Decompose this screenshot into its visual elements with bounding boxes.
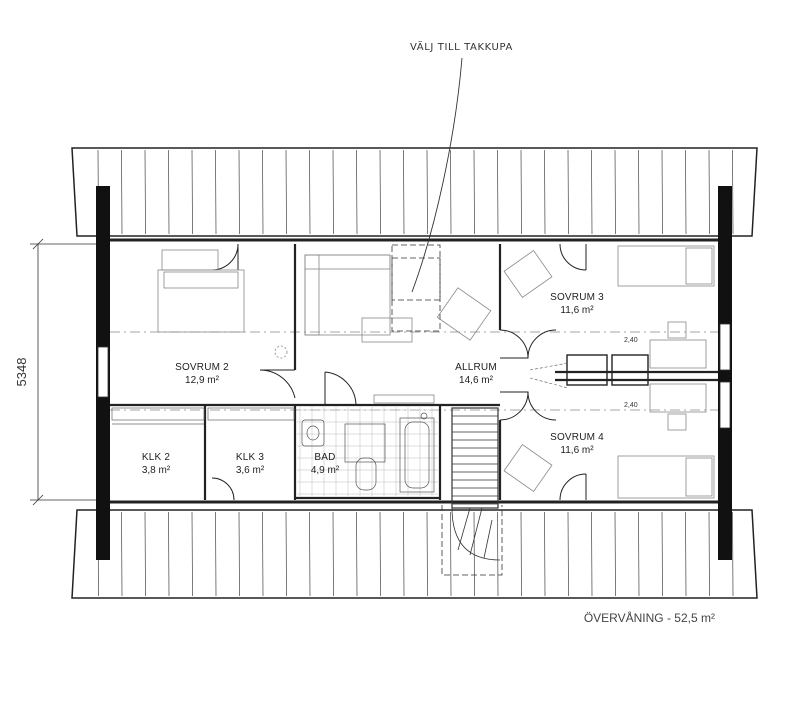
- drawing-line: [544, 149, 546, 235]
- annotation-dormer: VÄLJ TILL TAKKUPA: [410, 40, 513, 53]
- dimension-depth-label: 5348: [14, 358, 29, 387]
- staircase: [441, 407, 503, 576]
- room-area-sovrum2: 12,9 m²: [185, 375, 220, 386]
- ceiling-height-label-b: 2,40: [624, 402, 638, 409]
- furniture-sovrum2: [157, 249, 288, 359]
- drawing-line: [473, 149, 475, 235]
- drawing-line: [168, 511, 170, 597]
- furniture-sovrum4: [503, 383, 715, 499]
- eave-wall-right: [718, 186, 732, 560]
- drawing-line: [520, 149, 522, 235]
- furniture-sovrum3: [503, 245, 715, 369]
- drawing-line: [121, 511, 123, 597]
- room-area-sovrum3: 11,6 m²: [560, 305, 594, 316]
- furniture-allrum: [304, 244, 492, 404]
- room-name-bad: BAD: [314, 452, 335, 463]
- drawing-line: [732, 149, 734, 235]
- drawing-line: [591, 511, 593, 597]
- drawing-line: [591, 149, 593, 235]
- drawing-line: [309, 511, 311, 597]
- drawing-line: [614, 511, 616, 597]
- ceiling-height-label-a: 2,40: [624, 337, 638, 344]
- drawing-line: [262, 511, 264, 597]
- drawing-line: [497, 149, 499, 235]
- room-name-sovrum4: SOVRUM 4: [550, 432, 604, 443]
- walls: [110, 238, 718, 504]
- drawing-line: [567, 149, 569, 235]
- drawing-line: [238, 149, 240, 235]
- room-area-klk3: 3,6 m²: [236, 465, 265, 476]
- drawing-line: [638, 511, 640, 597]
- drawing-line: [238, 511, 240, 597]
- drawing-line: [285, 511, 287, 597]
- drawing-line: [285, 149, 287, 235]
- drawing-line: [708, 149, 710, 235]
- drawing-line: [191, 149, 193, 235]
- bed-single-3: [617, 245, 715, 287]
- drawing-line: [215, 511, 217, 597]
- drawing-line: [144, 149, 146, 235]
- drawing-line: [450, 149, 452, 235]
- drawing-line: [567, 511, 569, 597]
- drawing-line: [638, 149, 640, 235]
- window-right-top: [719, 323, 731, 371]
- window-right-bottom: [719, 381, 731, 429]
- drawing-line: [473, 511, 475, 597]
- drawing-line: [426, 149, 428, 235]
- drawing-line: [332, 511, 334, 597]
- drawing-line: [379, 511, 381, 597]
- dimension-line-depth: [30, 238, 96, 506]
- room-area-bad: 4,9 m²: [311, 465, 340, 476]
- drawing-line: [661, 511, 663, 597]
- drawing-line: [332, 149, 334, 235]
- shower: [344, 423, 386, 463]
- drawing-line: [121, 149, 123, 235]
- room-name-klk3: KLK 3: [236, 452, 264, 463]
- closet-fixtures: [111, 407, 295, 425]
- drawing-line: [215, 149, 217, 235]
- room-name-sovrum3: SOVRUM 3: [550, 292, 604, 303]
- arrow-line-a: [529, 362, 569, 371]
- bathroom-fixtures: [297, 407, 438, 496]
- drawing-line: [403, 149, 405, 235]
- window-left: [97, 346, 109, 398]
- toilet: [355, 457, 377, 491]
- drawing-line: [497, 511, 499, 597]
- drawing-line: [708, 511, 710, 597]
- drawing-line: [356, 149, 358, 235]
- drawing-line: [685, 149, 687, 235]
- drawing-line: [144, 511, 146, 597]
- drawing-line: [403, 511, 405, 597]
- drawing-line: [661, 149, 663, 235]
- annotation-leader: [411, 57, 463, 293]
- drawing-line: [450, 511, 452, 597]
- roof-panel-bottom: [71, 509, 758, 599]
- drawing-line: [191, 511, 193, 597]
- room-name-sovrum2: SOVRUM 2: [175, 362, 229, 373]
- room-area-klk2: 3,8 m²: [142, 465, 171, 476]
- room-name-klk2: KLK 2: [142, 452, 170, 463]
- drawing-line: [168, 149, 170, 235]
- washbasin: [301, 419, 325, 447]
- floor-caption: ÖVERVÅNING - 52,5 m²: [584, 610, 715, 625]
- drawing-line: [685, 511, 687, 597]
- interior-partitions: [110, 244, 718, 500]
- roof-panel-top: [71, 147, 758, 237]
- bed-single-4: [617, 455, 715, 499]
- arrow-line-b: [529, 377, 569, 389]
- drawing-line: [732, 511, 734, 597]
- drawing-line: [262, 149, 264, 235]
- drawing-line: [520, 511, 522, 597]
- room-area-sovrum4: 11,6 m²: [560, 445, 594, 456]
- room-area-allrum: 14,6 m²: [459, 375, 494, 386]
- drawing-line: [544, 511, 546, 597]
- drawing-line: [356, 511, 358, 597]
- drawing-line: [309, 149, 311, 235]
- drawing-line: [614, 149, 616, 235]
- drawing-line: [379, 149, 381, 235]
- drawing-line: [426, 511, 428, 597]
- room-name-allrum: ALLRUM: [455, 362, 497, 373]
